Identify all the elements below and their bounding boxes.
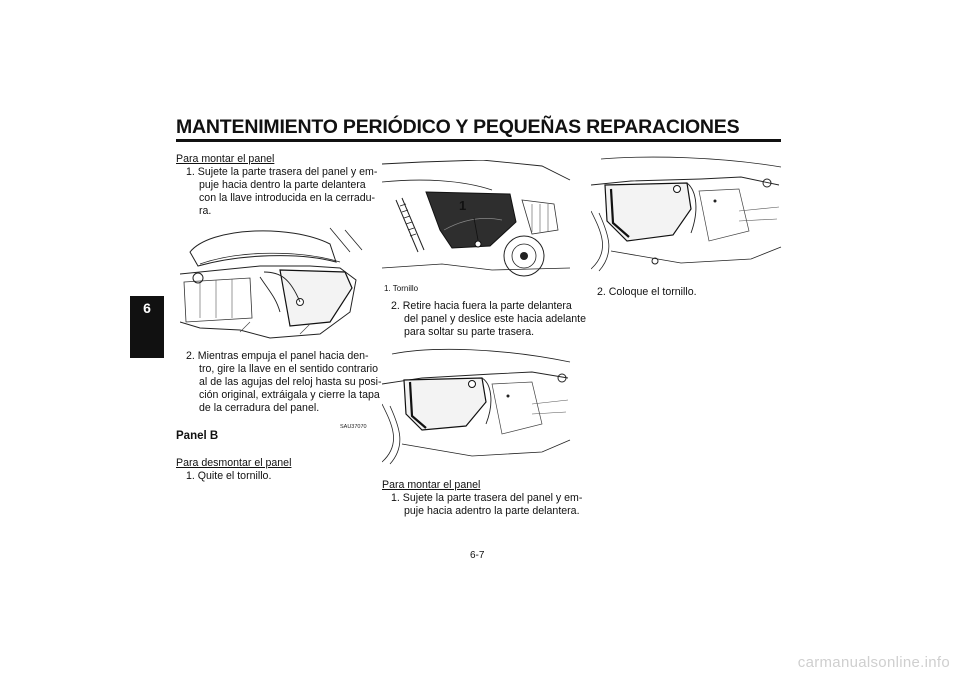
title-rule	[176, 139, 781, 142]
page-title: MANTENIMIENTO PERIÓDICO Y PEQUEÑAS REPAR…	[176, 116, 740, 138]
step-line: de la cerradura del panel.	[199, 402, 320, 414]
figure-screw-location	[382, 160, 572, 280]
step-line: ción original, extráigala y cierre la ta…	[199, 389, 380, 401]
subheading-install-panel-b: Para montar el panel	[382, 479, 481, 491]
step-line: 2. Coloque el tornillo.	[597, 286, 697, 298]
step-line: 2. Mientras empuja el panel hacia den-	[186, 350, 369, 362]
step-line: ra.	[199, 205, 212, 217]
reference-code: SAU37070	[340, 424, 367, 430]
figure-caption: 1. Tornillo	[384, 284, 419, 293]
figure-panel-b-remove	[382, 344, 572, 466]
figure-panel-a-install	[180, 222, 366, 342]
subheading-remove-panel-b: Para desmontar el panel	[176, 457, 292, 469]
chapter-tab: 6	[130, 296, 164, 358]
step-line: con la llave introducida en la cerradu-	[199, 192, 376, 204]
step-line: 1. Sujete la parte trasera del panel y e…	[186, 166, 378, 178]
callout-number: 1	[459, 198, 467, 213]
footer-watermark[interactable]: carmanualsonline.info	[797, 654, 950, 671]
figure-panel-b-install-screw	[591, 155, 783, 277]
step-line: al de las agujas del reloj hasta su posi…	[199, 376, 382, 388]
step-line: 1. Quite el tornillo.	[186, 470, 272, 482]
section-heading-panel-b: Panel B	[176, 430, 219, 442]
step-line: puje hacia adentro la parte delantera.	[404, 505, 580, 517]
step-line: 1. Sujete la parte trasera del panel y e…	[391, 492, 583, 504]
step-line: tro, gire la llave en el sentido contrar…	[199, 363, 379, 375]
subheading-install-panel-a: Para montar el panel	[176, 153, 275, 165]
step-line: para soltar su parte trasera.	[404, 326, 535, 338]
step-line: puje hacia dentro la parte delantera	[199, 179, 366, 191]
step-line: del panel y deslice este hacia adelante	[404, 313, 586, 325]
step-line: 2. Retire hacia fuera la parte delantera	[391, 300, 572, 312]
page-number: 6-7	[470, 550, 485, 561]
